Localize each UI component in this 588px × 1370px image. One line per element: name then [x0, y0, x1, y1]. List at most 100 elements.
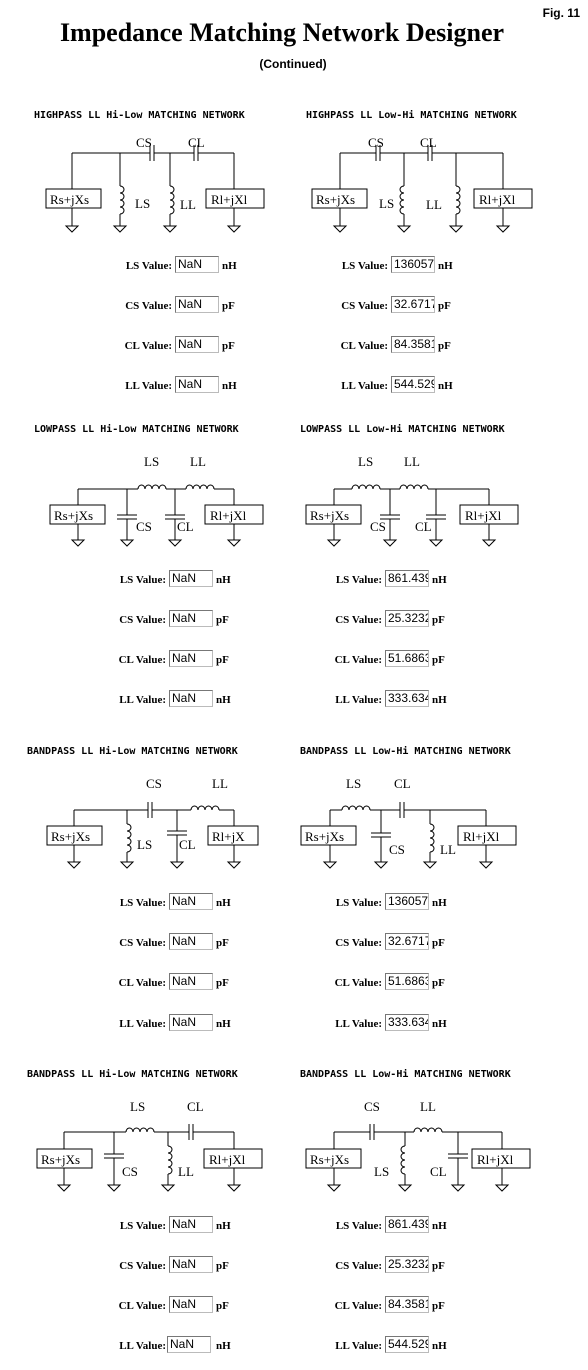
value-label: LL Value:	[341, 380, 388, 392]
load-box	[205, 188, 265, 209]
value-row-ls: LS Value: NaN nH	[0, 1216, 290, 1236]
network-title: HIGHPASS LL Hi-Low MATCHING NETWORK	[34, 110, 245, 121]
network-title: LOWPASS LL Hi-Low MATCHING NETWORK	[34, 424, 239, 435]
unit-label: pF	[432, 1300, 445, 1312]
cl-value-field[interactable]: NaN	[175, 336, 219, 353]
ls-value-field[interactable]: NaN	[175, 256, 219, 273]
part-label: LS	[130, 1099, 145, 1114]
ll-value-field[interactable]: NaN	[175, 376, 219, 393]
cs-value-field[interactable]: NaN	[175, 296, 219, 313]
part-label: LS	[144, 454, 159, 469]
unit-label: nH	[432, 1220, 447, 1232]
network-title: HIGHPASS LL Low-Hi MATCHING NETWORK	[306, 110, 517, 121]
cs-value-field[interactable]: NaN	[169, 610, 213, 627]
cl-value-field[interactable]: 51.6863	[385, 973, 429, 990]
value-row-cs: CS Value: NaN pF	[0, 610, 290, 630]
unit-label: pF	[222, 300, 235, 312]
ll-value-field[interactable]: 544.529	[391, 376, 435, 393]
load-box	[457, 825, 517, 846]
cl-value-field[interactable]: 84.3581	[385, 1296, 429, 1313]
network-title: BANDPASS LL Low-Hi MATCHING NETWORK	[300, 746, 511, 757]
unit-label: pF	[216, 614, 229, 626]
schematic-highpass-hi-low: CS CL Rs+jXs LS LL Rl+jXl	[45, 135, 265, 233]
part-label: LL	[190, 454, 206, 469]
ls-value-field[interactable]: 861.439	[385, 1216, 429, 1233]
value-label: CS Value:	[335, 1260, 382, 1272]
network-title: BANDPASS LL Hi-Low MATCHING NETWORK	[27, 1069, 238, 1080]
unit-label: nH	[432, 1340, 447, 1352]
ll-value-field[interactable]: NaN	[167, 1336, 211, 1353]
value-row-cl: CL Value: 51.6863 pF	[0, 973, 588, 993]
ls-value-field[interactable]: 136057	[385, 893, 429, 910]
value-label: LL Value:	[125, 380, 172, 392]
load-label: Rl+jXl	[211, 192, 248, 207]
schematic-bandpass-low-hi-b: CS LL Rs+jXs LS CL Rl+jXl	[305, 1099, 531, 1192]
value-row-cs: CS Value: NaN pF	[0, 296, 290, 316]
ls-value-field[interactable]: NaN	[169, 893, 213, 910]
part-label: CL	[415, 519, 432, 534]
ll-value-field[interactable]: 333.634	[385, 1014, 429, 1031]
load-label: Rl+jX	[212, 829, 245, 844]
part-label: LS	[346, 776, 361, 791]
value-label: LS Value:	[335, 574, 382, 586]
cl-value-field[interactable]: 84.3581	[391, 336, 435, 353]
ll-value-field[interactable]: NaN	[169, 1014, 213, 1031]
value-row-cl: CL Value: 84.3581 pF	[0, 336, 588, 356]
ls-value-field[interactable]: 136057	[391, 256, 435, 273]
source-box	[300, 825, 357, 846]
cs-value-field[interactable]: 25.3232	[385, 610, 429, 627]
source-label: Rs+jXs	[50, 192, 89, 207]
schematic-lowpass-hi-low: LS LL Rs+jXs CS CL Rl+jXl	[49, 454, 264, 547]
part-label: CS	[368, 135, 384, 150]
cl-value-field[interactable]: NaN	[169, 650, 213, 667]
part-label: LS	[374, 1164, 389, 1179]
ll-value-field[interactable]: NaN	[169, 690, 213, 707]
cs-value-field[interactable]: 32.6717	[391, 296, 435, 313]
cs-value-field[interactable]: 25.3232	[385, 1256, 429, 1273]
value-label: CS Value:	[341, 300, 388, 312]
ll-value-field[interactable]: 333.634	[385, 690, 429, 707]
value-label: CS Value:	[125, 300, 172, 312]
ls-value-field[interactable]: NaN	[169, 570, 213, 587]
value-row-ls: LS Value: 136057 nH	[0, 893, 588, 913]
figure-label: Fig. 11	[542, 6, 580, 20]
unit-label: nH	[432, 1018, 447, 1030]
unit-label: nH	[216, 574, 231, 586]
value-row-cs: CS Value: NaN pF	[0, 1256, 290, 1276]
value-row-cs: CS Value: NaN pF	[0, 933, 290, 953]
value-label: LL Value:	[119, 1018, 166, 1030]
unit-label: pF	[432, 1260, 445, 1272]
value-row-ls: LS Value: NaN nH	[0, 893, 290, 913]
ls-value-field[interactable]: 861.439	[385, 570, 429, 587]
cs-value-field[interactable]: 32.6717	[385, 933, 429, 950]
part-label: CL	[179, 837, 196, 852]
unit-label: nH	[216, 1220, 231, 1232]
ll-value-field[interactable]: 544.529	[385, 1336, 429, 1353]
source-label: Rs+jXs	[54, 508, 93, 523]
value-label: LS Value:	[335, 897, 382, 909]
load-label: Rl+jXl	[210, 508, 247, 523]
value-row-cl: CL Value: NaN pF	[0, 650, 290, 670]
value-label: CL Value:	[340, 340, 388, 352]
value-label: CS Value:	[119, 937, 166, 949]
value-row-ll: LL Value: 333.634 nH	[0, 690, 588, 710]
ls-value-field[interactable]: NaN	[169, 1216, 213, 1233]
cl-value-field[interactable]: NaN	[169, 1296, 213, 1313]
part-label: CS	[122, 1164, 138, 1179]
cl-value-field[interactable]: NaN	[169, 973, 213, 990]
value-label: LS Value:	[335, 1220, 382, 1232]
load-box	[203, 1148, 263, 1169]
unit-label: nH	[222, 260, 237, 272]
value-label: CL Value:	[118, 1300, 166, 1312]
unit-label: nH	[216, 694, 231, 706]
cs-value-field[interactable]: NaN	[169, 933, 213, 950]
value-row-ls: LS Value: NaN nH	[0, 570, 290, 590]
part-label: CL	[187, 1099, 204, 1114]
cs-value-field[interactable]: NaN	[169, 1256, 213, 1273]
cl-value-field[interactable]: 51.6863	[385, 650, 429, 667]
value-row-ls: LS Value: 861.439 nH	[0, 1216, 588, 1236]
value-row-ll: LL Value: NaN nH	[0, 690, 290, 710]
value-label: LS Value:	[119, 574, 166, 586]
value-row-cl: CL Value: NaN pF	[0, 336, 290, 356]
unit-label: pF	[216, 937, 229, 949]
